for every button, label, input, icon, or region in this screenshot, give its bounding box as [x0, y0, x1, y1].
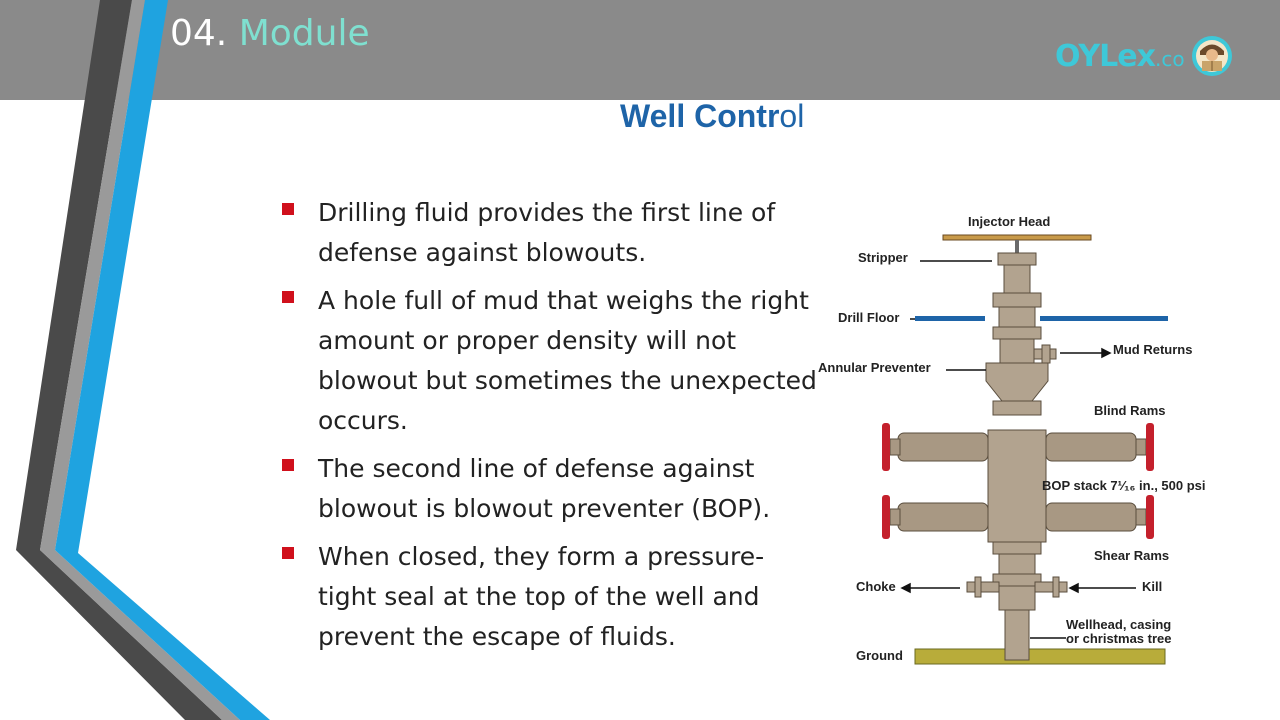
choke-kill-valves — [966, 576, 1068, 598]
label-wellhead-line2: or christmas tree — [1066, 631, 1172, 646]
drill-floor-right — [1040, 316, 1168, 321]
bullet-item: A hole full of mud that weighs the right… — [282, 281, 822, 441]
label-bop-stack: BOP stack 7¹⁄₁₆ in., 500 psi — [1042, 478, 1206, 493]
bullet-text: A hole full of mud that weighs the right… — [318, 286, 817, 435]
ground-hatch — [914, 648, 1166, 665]
stripe-dark-gray — [16, 0, 222, 720]
slide-title-tail: ol — [779, 98, 805, 134]
label-mud-returns: Mud Returns — [1113, 342, 1192, 357]
bullet-item: Drilling fluid provides the first line o… — [282, 193, 822, 273]
injector-head-plate — [942, 234, 1092, 241]
blind-rams-handwheels — [882, 423, 1154, 471]
bullet-item: The second line of defense against blowo… — [282, 449, 822, 529]
bullet-text: Drilling fluid provides the first line o… — [318, 198, 776, 267]
label-kill: Kill — [1142, 579, 1162, 594]
logo-suffix: .co — [1154, 47, 1185, 71]
label-annular-preventer: Annular Preventer — [818, 360, 931, 375]
label-injector-head: Injector Head — [968, 214, 1050, 229]
stripe-gray — [40, 0, 240, 720]
label-stripper: Stripper — [858, 250, 908, 265]
square-bullet-icon — [282, 291, 294, 303]
slide-title: Well Control — [620, 98, 804, 135]
shear-rams-handwheels — [882, 495, 1154, 539]
bullet-item: When closed, they form a pressure-tight … — [282, 537, 822, 657]
logo-text: OYLex — [1055, 38, 1156, 74]
square-bullet-icon — [282, 203, 294, 215]
blind-rams — [889, 432, 1147, 462]
stack-column — [985, 252, 1049, 661]
stripe-blue — [55, 0, 270, 720]
label-shear-rams: Shear Rams — [1094, 548, 1169, 563]
square-bullet-icon — [282, 547, 294, 559]
module-label: Module — [238, 13, 370, 54]
header-bar — [0, 0, 1280, 100]
label-wellhead-line1: Wellhead, casing — [1066, 617, 1171, 632]
leader-lines — [900, 260, 1136, 639]
square-bullet-icon — [282, 459, 294, 471]
label-drill-floor: Drill Floor — [838, 310, 899, 325]
module-number: 04. — [170, 13, 228, 54]
bullet-text: When closed, they form a pressure-tight … — [318, 542, 765, 651]
label-choke: Choke — [856, 579, 896, 594]
label-blind-rams: Blind Rams — [1094, 403, 1166, 418]
bullet-text: The second line of defense against blowo… — [318, 454, 771, 523]
mud-returns-valve — [1033, 344, 1057, 364]
label-ground: Ground — [856, 648, 903, 663]
shear-rams — [889, 502, 1147, 532]
slide-title-main: Well Contr — [620, 98, 780, 134]
module-heading: 04. Module — [170, 12, 370, 56]
drill-floor-left — [915, 316, 985, 321]
bullet-list: Drilling fluid provides the first line o… — [282, 193, 822, 665]
reader-avatar-icon — [1191, 36, 1232, 76]
brand-logo[interactable]: OYLex .co — [1055, 34, 1233, 78]
bop-stack-diagram: Injector Head Stripper Drill Floor Mud R… — [818, 214, 1206, 665]
